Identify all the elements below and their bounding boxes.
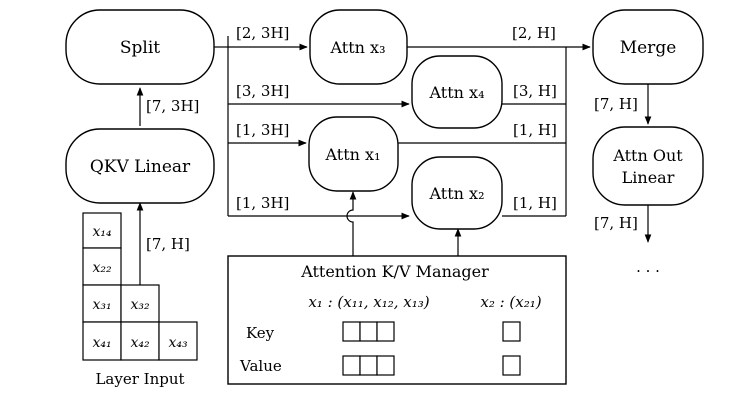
layer-input-cell	[82, 212, 122, 249]
kv-value-slots-x1	[342, 355, 395, 376]
layer-input-cell-text: x₄₃	[168, 335, 188, 351]
attn-x3-node	[309, 9, 408, 85]
qkv-linear-label: QKV Linear	[90, 157, 191, 177]
label-qkv-to-split: [7, 3H]	[146, 97, 199, 115]
label-merge-to-out: [7, H]	[594, 95, 638, 113]
label-split-to-x3: [2, 3H]	[236, 24, 289, 42]
attn-x4-label: Attn x₄	[429, 83, 485, 102]
kv-slot	[342, 321, 361, 342]
layer-input-cell-text: x₁₄	[92, 224, 112, 240]
merge-label: Merge	[620, 38, 677, 58]
layer-input-cell-text: x₃₂	[130, 297, 150, 313]
merge-node	[592, 9, 704, 85]
label-split-to-x1: [1, 3H]	[236, 121, 289, 139]
split-label: Split	[120, 38, 160, 58]
edge-kv-to-x1	[346, 191, 357, 256]
kv-manager-title: Attention K/V Manager	[300, 262, 489, 281]
layer-input-cell-text: x₄₁	[92, 335, 111, 351]
kv-slot	[359, 355, 378, 376]
label-x4-to-merge: [3, H]	[513, 82, 557, 100]
layer-input-grid: x₁₄ x₂₂ x₃₁ x₃₂ x₄₁ x₄₂ x₄₃	[82, 212, 198, 361]
attn-x1-label: Attn x₁	[325, 145, 381, 164]
label-x1-to-merge: [1, H]	[513, 121, 557, 139]
kv-x1-header: x₁ : (x₁₁, x₁₂, x₁₃)	[308, 293, 429, 311]
kv-slot	[376, 321, 395, 342]
label-split-to-x2: [1, 3H]	[236, 194, 289, 212]
layer-input-cell-text: x₂₂	[92, 260, 112, 276]
attn-x3-label: Attn x₃	[330, 38, 386, 57]
layer-input-cell	[120, 284, 160, 323]
layer-input-cell	[120, 321, 160, 361]
kv-key-slots-x1	[342, 321, 395, 342]
split-node	[65, 9, 215, 85]
kv-slot	[359, 321, 378, 342]
layer-input-caption: Layer Input	[95, 370, 184, 388]
kv-key-slot-x2	[502, 321, 521, 342]
attn-out-label-line1: Attn Out	[612, 146, 683, 165]
attn-x4-node	[411, 55, 503, 129]
label-x2-to-merge: [1, H]	[513, 194, 557, 212]
layer-input-cell	[82, 284, 122, 323]
attn-x2-label: Attn x₂	[429, 184, 485, 203]
layer-input-cell-text: x₃₁	[92, 297, 111, 313]
kv-value-label: Value	[239, 357, 282, 375]
qkv-linear-node	[65, 128, 215, 204]
layer-input-cell	[82, 321, 122, 361]
kv-slot	[342, 355, 361, 376]
label-input-to-qkv: [7, H]	[146, 235, 190, 253]
layer-input-cell-text: x₄₂	[130, 335, 150, 351]
attn-out-linear-node	[592, 126, 704, 206]
kv-key-label: Key	[246, 324, 275, 342]
attn-out-label-line2: Linear	[622, 168, 675, 187]
kv-value-slot-x2	[502, 355, 521, 376]
kv-x2-header: x₂ : (x₂₁)	[480, 293, 541, 311]
label-out-to-next: [7, H]	[594, 214, 638, 232]
label-x3-to-merge: [2, H]	[512, 24, 556, 42]
continuation-ellipsis: · · ·	[636, 262, 660, 280]
kv-slot	[376, 355, 395, 376]
layer-input-cell	[82, 247, 122, 286]
label-split-to-x4: [3, 3H]	[236, 82, 289, 100]
layer-input-cell	[158, 321, 198, 361]
attn-x1-node	[308, 116, 399, 192]
attn-x2-node	[411, 156, 503, 230]
